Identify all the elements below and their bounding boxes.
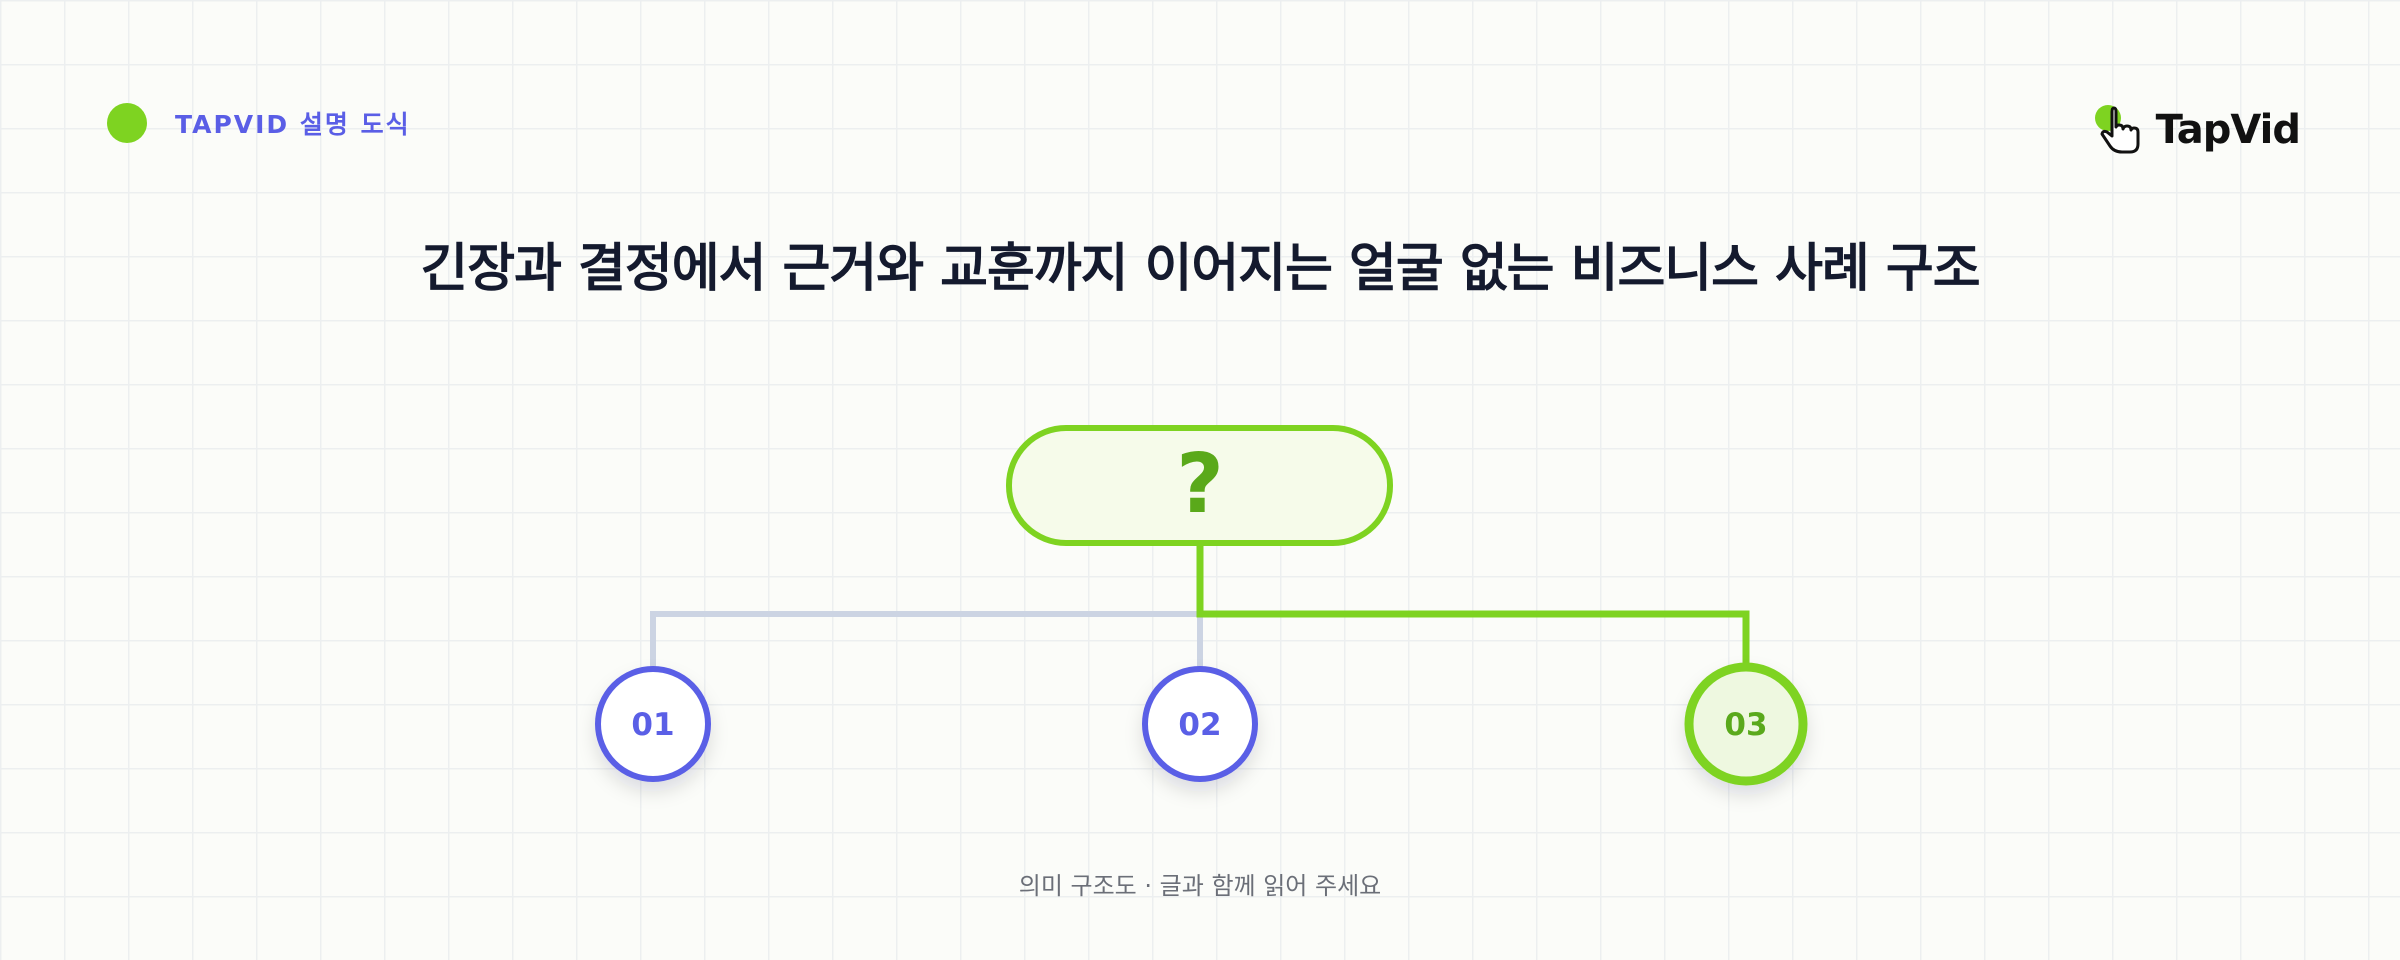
pointing-hand-icon — [2094, 105, 2140, 154]
connector-gray — [650, 611, 1203, 670]
node-label: 03 — [1724, 707, 1767, 743]
brand-tag-label: TAPVID 설명 도식 — [175, 110, 411, 139]
node-label: 01 — [631, 707, 674, 743]
page-title: 긴장과 결정에서 근거와 교훈까지 이어지는 얼굴 없는 비즈니스 사례 구조 — [420, 239, 1980, 299]
connector-lines — [650, 542, 1750, 670]
node-02[interactable]: 02 — [1142, 666, 1258, 782]
footer-note: 의미 구조도 · 글과 함께 읽어 주세요 — [1018, 872, 1382, 900]
node-01[interactable]: 01 — [595, 666, 711, 782]
brand-tag: TAPVID 설명 도식 — [107, 103, 411, 143]
tapvid-logo[interactable]: TapVid — [2094, 100, 2301, 160]
root-node[interactable]: ? — [1006, 425, 1393, 546]
connector-green — [1196, 542, 1750, 668]
root-node-label: ? — [1176, 437, 1224, 532]
node-label: 02 — [1178, 707, 1221, 743]
node-03[interactable]: 03 — [1684, 662, 1808, 786]
brand-dot-icon — [107, 103, 147, 143]
logo-text: TapVid — [2155, 107, 2301, 153]
